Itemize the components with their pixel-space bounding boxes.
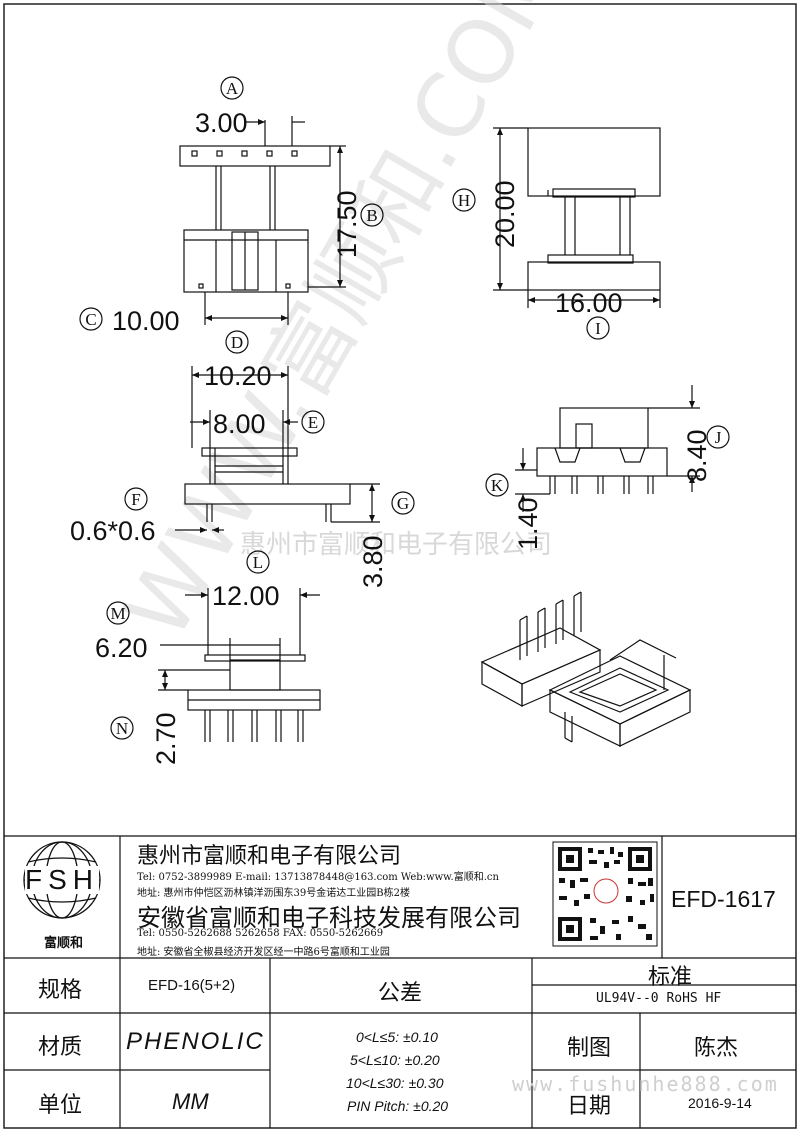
dim-j-value: 8.40 <box>682 429 712 482</box>
dim-h-value: 20.00 <box>490 180 520 248</box>
dim-n-value: 2.70 <box>151 712 181 765</box>
material-value: PHENOLIC <box>126 1028 265 1055</box>
side-view <box>184 447 351 522</box>
footer-url-watermark: www.fushunhe888.com <box>512 1072 779 1096</box>
standard-label: 标准 <box>648 965 693 990</box>
tolerance-label: 公差 <box>378 981 423 1006</box>
date-value: 2016-9-14 <box>688 1095 752 1111</box>
part-number: EFD-1617 <box>671 886 776 912</box>
dim-d-value: 10.20 <box>204 361 272 391</box>
label-c: C <box>85 310 96 329</box>
drawn-label: 制图 <box>567 1036 612 1061</box>
date-label: 日期 <box>567 1094 612 1119</box>
title-block-grid <box>4 835 796 1128</box>
label-e: E <box>308 413 318 432</box>
tolerance-2: 5<L≤10: ±0.20 <box>350 1052 440 1068</box>
label-m: M <box>110 604 125 623</box>
unit-value: MM <box>172 1089 209 1114</box>
isometric-view <box>480 591 692 747</box>
unit-label: 单位 <box>38 1093 83 1118</box>
label-d: D <box>231 333 243 352</box>
tolerance-4: PIN Pitch: ±0.20 <box>347 1098 449 1114</box>
dim-f-value: 0.6*0.6 <box>70 516 156 546</box>
company-name-2: 安徽省富顺和电子科技发展有限公司 <box>137 904 521 932</box>
right-view <box>536 407 668 494</box>
dim-c-value: 10.00 <box>112 306 180 336</box>
top-view <box>527 127 661 291</box>
company-name-1: 惠州市富顺和电子有限公司 <box>137 844 402 869</box>
drawn-value: 陈杰 <box>694 1036 739 1061</box>
label-h: H <box>458 191 470 210</box>
spec-value: EFD-16(5+2) <box>148 977 236 994</box>
sheet-border <box>3 3 797 1129</box>
material-label: 材质 <box>38 1035 83 1060</box>
logo-caption: 富顺和 <box>44 936 84 951</box>
label-f: F <box>131 490 140 509</box>
dim-m-value: 6.20 <box>95 633 148 663</box>
label-j: J <box>715 428 722 447</box>
tolerance-3: 10<L≤30: ±0.30 <box>346 1075 444 1091</box>
label-n: N <box>116 719 128 738</box>
dim-a-value: 3.00 <box>195 108 248 138</box>
company-address-2: 地址: 安徽省全椒县经济开发区经一中路6号富顺和工业园 <box>137 947 390 958</box>
bottom-view <box>187 654 321 742</box>
qr-code <box>552 841 658 947</box>
dim-l-value: 12.00 <box>212 581 280 611</box>
standard-value: UL94V--0 RoHS HF <box>596 991 722 1006</box>
dim-b-value: 17.50 <box>332 190 362 258</box>
dim-i-value: 16.00 <box>555 288 623 318</box>
company-contact-2: Tel: 0550-5262688 5262658 FAX: 0550-5262… <box>137 928 384 939</box>
logo-text: FSH <box>25 864 99 895</box>
company-contact-1: Tel: 0752-3899989 E-mail: 13713878448@16… <box>137 872 499 883</box>
dimension-labels: A B C D E F G H I J K L M N <box>85 79 721 738</box>
label-b: B <box>366 206 377 225</box>
label-a: A <box>226 79 239 98</box>
front-view <box>179 145 331 300</box>
label-l: L <box>253 553 263 572</box>
dim-e-value: 8.00 <box>213 409 266 439</box>
label-k: K <box>491 476 504 495</box>
dim-k-value: 1.40 <box>513 497 543 550</box>
dimension-values: 3.00 17.50 10.00 10.20 8.00 0.6*0.6 3.80… <box>70 108 712 765</box>
label-i: I <box>595 319 601 338</box>
spec-label: 规格 <box>38 978 83 1003</box>
company-address-1: 地址: 惠州市仲恺区沥林镇洋沥围东39号金诺达工业园B栋2楼 <box>137 888 410 899</box>
dim-g-value: 3.80 <box>358 535 388 588</box>
watermark-center-line: 惠州市富顺和电子有限公司 <box>240 530 552 560</box>
tolerance-1: 0<L≤5: ±0.10 <box>356 1029 438 1045</box>
label-g: G <box>397 494 409 513</box>
